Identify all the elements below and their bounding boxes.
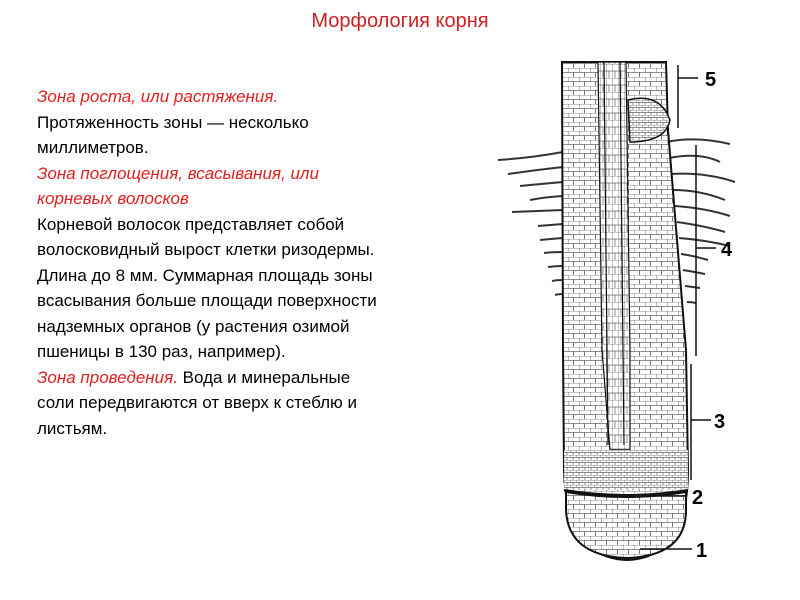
zone-conduction-heading: Зона проведения. <box>37 367 178 387</box>
root-hairs-left <box>497 151 564 296</box>
root-diagram: 5 4 3 2 1 <box>497 61 736 562</box>
zone-growth-heading: Зона роста, или растяжения. <box>37 87 279 106</box>
zone-conduction-description: Вода и минеральные соли передвигаются от… <box>37 367 358 438</box>
page-title: Морфология корня <box>311 10 489 32</box>
root-cap <box>565 490 687 560</box>
zone-growth-description: Протяженность зоны — несколько миллиметр… <box>37 112 309 158</box>
label-2: 2 <box>692 487 703 509</box>
lateral-root-primordium <box>627 97 671 143</box>
label-4: 4 <box>721 239 733 261</box>
description-text: Зона роста, или растяжения. Протяженност… <box>37 84 382 441</box>
label-5: 5 <box>705 69 716 91</box>
root-hairs-right <box>666 138 736 304</box>
label-3: 3 <box>714 411 725 433</box>
zone-brackets <box>640 65 716 550</box>
label-1: 1 <box>696 540 707 562</box>
meristem-zone <box>564 450 688 490</box>
zone-absorption-heading: Зона поглощения, всасывания, или корневы… <box>37 163 319 209</box>
zone-absorption-description: Корневой волосок представляет собой воло… <box>37 214 377 362</box>
